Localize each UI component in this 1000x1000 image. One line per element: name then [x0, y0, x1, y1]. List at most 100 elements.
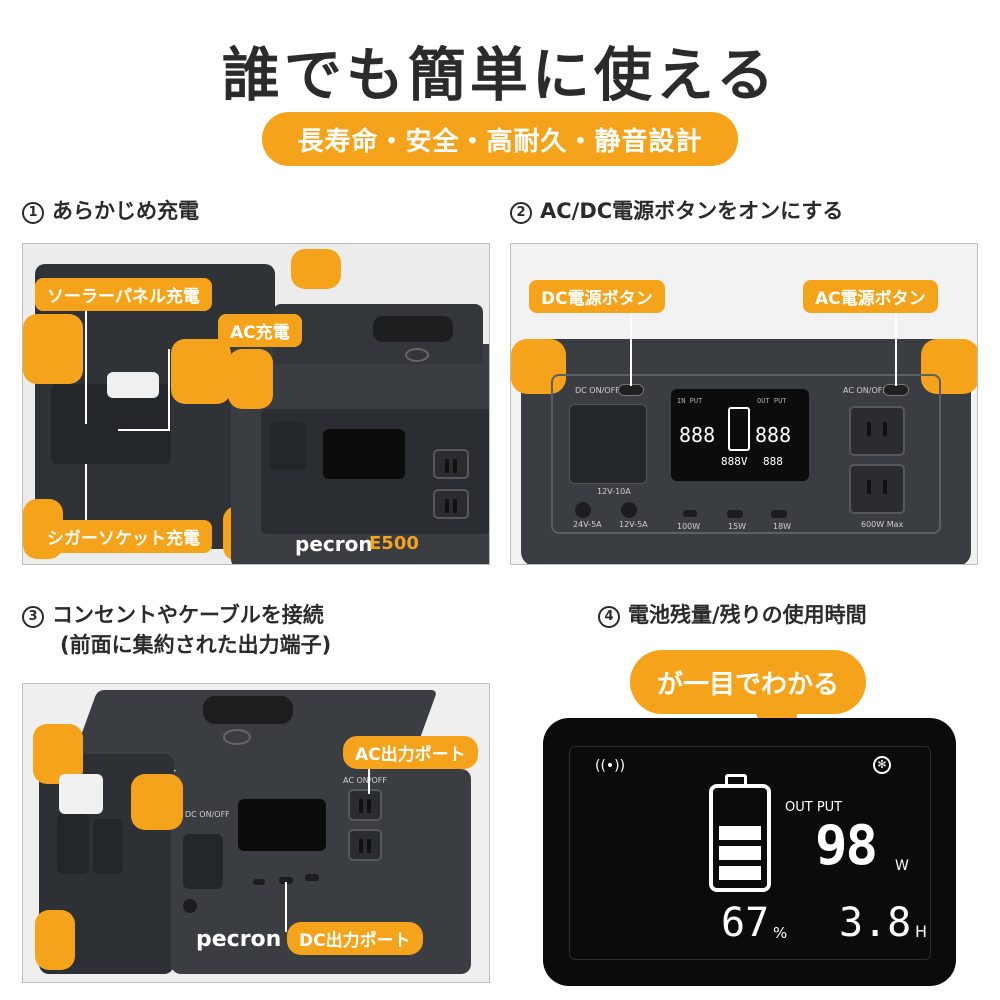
- brand-logo: pecron: [295, 532, 373, 556]
- ac-on-off-label: AC ON/OFF: [343, 776, 387, 785]
- ac-outlet: [348, 789, 382, 821]
- side-cover: [57, 814, 89, 874]
- corner-bumper: [921, 339, 977, 394]
- usb-port: [253, 879, 265, 885]
- lcd-screen: [323, 429, 405, 479]
- control-panel: [551, 374, 941, 534]
- model-label: E500: [369, 533, 419, 554]
- port-label: 24V-5A: [573, 520, 602, 529]
- lcd-screen: IN PUT OUT PUT 888 888 888V 888: [671, 389, 809, 481]
- right-small-value: 888: [763, 455, 783, 468]
- lcd-display: ((•)) ✻ OUT PUT 98 W 67 % 3.8 H: [543, 718, 956, 986]
- port-label: 100W: [677, 522, 701, 531]
- dc-port: [575, 502, 591, 518]
- feature-pill: 長寿命・安全・高耐久・静音設計: [262, 112, 738, 166]
- battery-percent: 67: [721, 900, 770, 946]
- dc-cover: [183, 834, 223, 889]
- remaining-hours: 3.8: [839, 900, 912, 946]
- step-1-title: 1 あらかじめ充電: [22, 196, 199, 226]
- output-watts: 98: [815, 814, 878, 877]
- step-4-number: 4: [598, 606, 620, 628]
- ac-outlet: [849, 464, 905, 514]
- usb-a-port: [727, 510, 743, 518]
- battery-bar: [719, 826, 761, 840]
- step-3-title: 3 コンセントやケーブルを接続: [22, 600, 324, 630]
- usb-c-port: [683, 510, 697, 517]
- output-value: 888: [755, 423, 792, 447]
- battery-icon: [709, 784, 771, 892]
- connector-line: [85, 309, 87, 424]
- carry-handle: [373, 316, 453, 342]
- dc-cover-label: 12V-10A: [597, 487, 631, 496]
- dc-cover: [269, 422, 307, 470]
- corner-bumper: [131, 774, 183, 830]
- port-label: 18W: [773, 522, 792, 531]
- carry-handle: [203, 696, 293, 724]
- watts-unit: W: [895, 858, 909, 874]
- corner-bumper: [228, 349, 273, 409]
- ac-on-off-label: AC ON/OFF: [843, 386, 887, 395]
- ac-charge-callout: AC充電: [218, 314, 302, 347]
- dc-button-callout: DC電源ボタン: [529, 280, 665, 313]
- ac-button-callout: AC電源ボタン: [803, 280, 938, 313]
- in-put-label: IN PUT: [677, 397, 703, 405]
- dc-output-callout: DC出力ポート: [287, 922, 423, 955]
- dc-port: [621, 502, 637, 518]
- page-title: 誰でも簡単に使える: [221, 41, 779, 109]
- battery-icon: [728, 407, 750, 451]
- corner-bumper: [291, 249, 341, 289]
- out-put-label: OUT PUT: [785, 800, 843, 815]
- step-1-panel: pecron E500 ソーラーパネル充電 AC充電 シガーソケット充電: [22, 243, 490, 565]
- ac-outlet: [348, 829, 382, 861]
- input-value: 888: [679, 423, 716, 447]
- ac-max-label: 600W Max: [861, 520, 904, 529]
- dc-on-off-label: DC ON/OFF: [185, 810, 230, 819]
- ac-outlet: [433, 489, 469, 519]
- solar-charge-callout: ソーラーパネル充電: [35, 278, 212, 311]
- step-3-text: コンセントやケーブルを接続: [52, 603, 324, 627]
- corner-bumper: [171, 339, 231, 404]
- percent-unit: %: [773, 924, 788, 942]
- ac-outlet: [433, 449, 469, 479]
- lcd-screen: [238, 799, 326, 851]
- corner-bumper: [35, 910, 75, 970]
- connector-line: [168, 349, 170, 429]
- wireless-charge-icon: [405, 348, 429, 362]
- dc-port-cover: [569, 404, 647, 484]
- step-4-text: 電池残量/残りの使用時間: [628, 603, 867, 627]
- step-3-number: 3: [22, 606, 44, 628]
- dc-port: [183, 899, 197, 913]
- battery-bar: [719, 866, 761, 880]
- out-put-label: OUT PUT: [757, 397, 787, 405]
- corner-bumper: [23, 314, 83, 384]
- info-bubble: が一目でわかる: [630, 650, 866, 714]
- side-handle: [59, 774, 103, 814]
- left-small-value: 888V: [721, 455, 748, 468]
- wireless-charge-icon: [223, 729, 251, 745]
- handle-light: [107, 372, 159, 398]
- connector-line: [285, 882, 287, 932]
- wifi-icon: ((•)): [595, 758, 626, 774]
- corner-bumper: [511, 339, 566, 394]
- port-label: 15W: [728, 522, 747, 531]
- step-3-panel: DC ON/OFF AC ON/OFF pecron AC出力ポート DC出力ポ…: [22, 683, 490, 983]
- ac-outlet: [849, 406, 905, 456]
- step-1-number: 1: [22, 202, 44, 224]
- step-4-title: 4 電池残量/残りの使用時間: [598, 600, 867, 630]
- dc-on-off-label: DC ON/OFF: [575, 386, 620, 395]
- ac-output-callout: AC出力ポート: [343, 736, 478, 769]
- step-3-subtitle: (前面に集約された出力端子): [60, 633, 332, 657]
- connector-line: [368, 754, 370, 794]
- brand-logo: pecron: [196, 927, 282, 952]
- usb-port: [279, 877, 293, 884]
- hours-unit: H: [915, 922, 928, 941]
- lcd-inner-frame: [569, 746, 931, 960]
- step-1-text: あらかじめ充電: [52, 199, 199, 223]
- battery-bar: [719, 846, 761, 860]
- battery-cap: [725, 774, 747, 784]
- connector-line: [118, 429, 170, 431]
- usb-port: [305, 874, 319, 881]
- connector-line: [630, 310, 632, 386]
- port-label: 12V-5A: [619, 520, 648, 529]
